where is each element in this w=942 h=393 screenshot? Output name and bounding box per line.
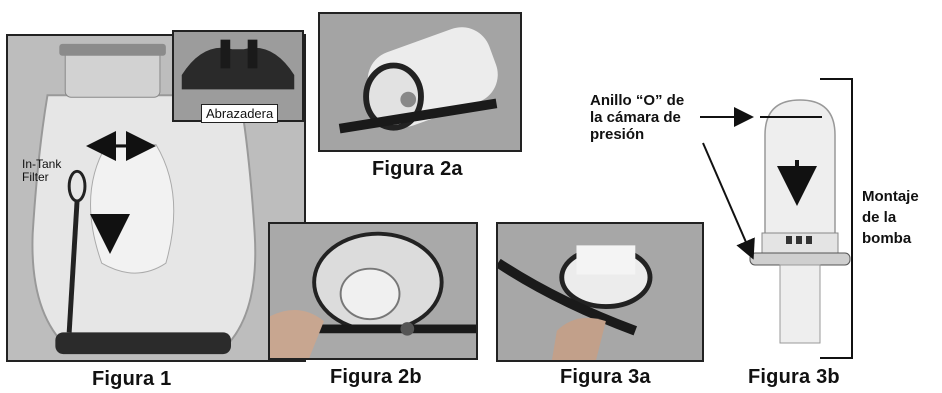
pump-assembly-label: Montaje de la bomba bbox=[862, 186, 919, 249]
figure-1-caption: Figura 1 bbox=[92, 368, 171, 391]
figure-2b-photo bbox=[268, 222, 478, 360]
figure-3b-drawing bbox=[740, 95, 860, 360]
figure-3a-caption: Figura 3a bbox=[560, 366, 651, 389]
figure-2a-caption: Figura 2a bbox=[372, 158, 463, 181]
pump-assembly-illustration bbox=[498, 224, 702, 360]
figure-3b-caption: Figura 3b bbox=[748, 366, 840, 389]
figure-2b-caption: Figura 2b bbox=[330, 366, 422, 389]
clamp-label: Abrazadera bbox=[201, 104, 278, 123]
figure-2a-photo bbox=[318, 12, 522, 152]
pump-cylinder-illustration bbox=[320, 14, 520, 150]
in-tank-filter-label: In-Tank Filter bbox=[22, 158, 61, 184]
pump-valve-illustration bbox=[270, 224, 476, 358]
figure-3a-photo bbox=[496, 222, 704, 362]
o-ring-label: Anillo “O” de la cámara de presión bbox=[590, 92, 684, 143]
